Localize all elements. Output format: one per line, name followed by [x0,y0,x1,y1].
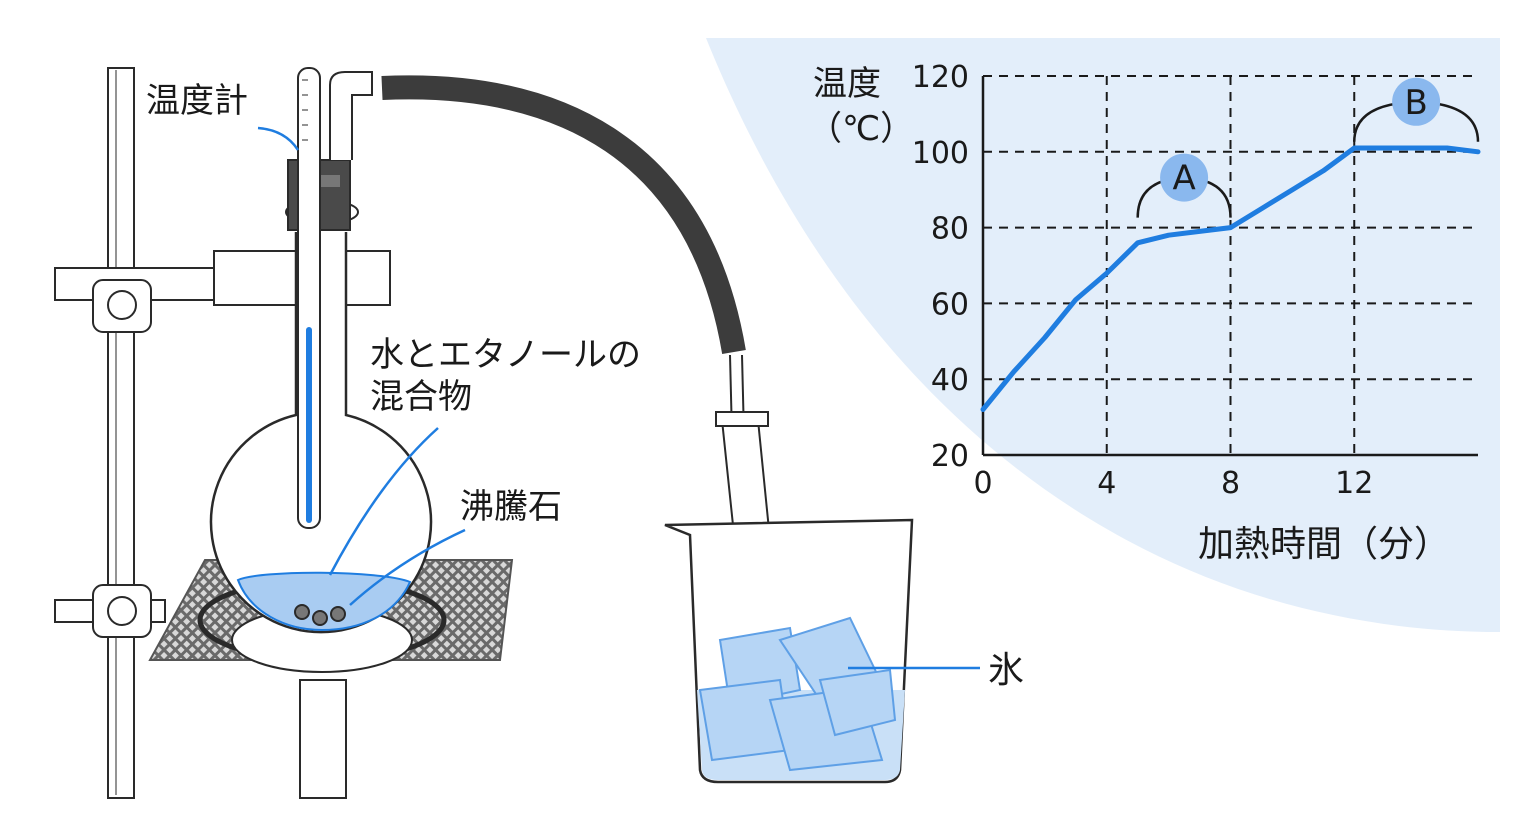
mixture-label-line1: 水とエタノールの [370,335,641,375]
stand-rod [107,67,135,799]
thermometer [297,67,321,529]
annotation-marker [1392,77,1441,126]
lower-clamp [54,584,166,638]
annotation-label: A [1172,159,1195,199]
x-tick-label: 8 [1221,466,1240,501]
beaker [664,518,914,784]
boiling-stone [294,604,310,620]
series-line [980,145,1481,412]
y-tick-label: 120 [912,60,969,95]
y-tick-label: 40 [931,363,969,398]
mixture-label-line2: 混合物 [370,377,472,417]
y-axis-label-line2: （℃） [808,109,914,149]
leader-lines [257,126,980,670]
y-tick-label: 100 [912,136,969,171]
chart-series [980,145,1481,412]
y-axis-label-line1: 温度 [813,64,881,104]
ice-cubes [698,616,897,772]
boiling-stones-label: 沸騰石 [460,487,562,527]
annotation-marker [1160,153,1209,202]
rubber-hose [381,75,746,354]
boiling-stone [330,606,346,622]
x-tick-label: 4 [1097,466,1116,501]
chart-ticks: 20 40 60 80 100 120 0 4 8 12 [912,60,1374,501]
boiling-stone [312,610,328,626]
annotation-label: B [1404,83,1427,123]
side-arm-tube [329,71,373,160]
x-tick-label: 12 [1335,466,1373,501]
thermometer-label: 温度計 [146,81,248,121]
y-tick-label: 20 [931,439,969,474]
burner-stem [299,679,347,799]
rubber-stopper [285,159,359,231]
y-tick-label: 60 [931,287,969,322]
apparatus [54,67,914,799]
y-tick-label: 80 [931,212,969,247]
x-axis-label: 加熱時間（分） [1198,524,1450,565]
ice-label: 氷 [988,650,1024,691]
x-tick-label: 0 [973,466,992,501]
chart-annotations: AB [1136,77,1480,218]
